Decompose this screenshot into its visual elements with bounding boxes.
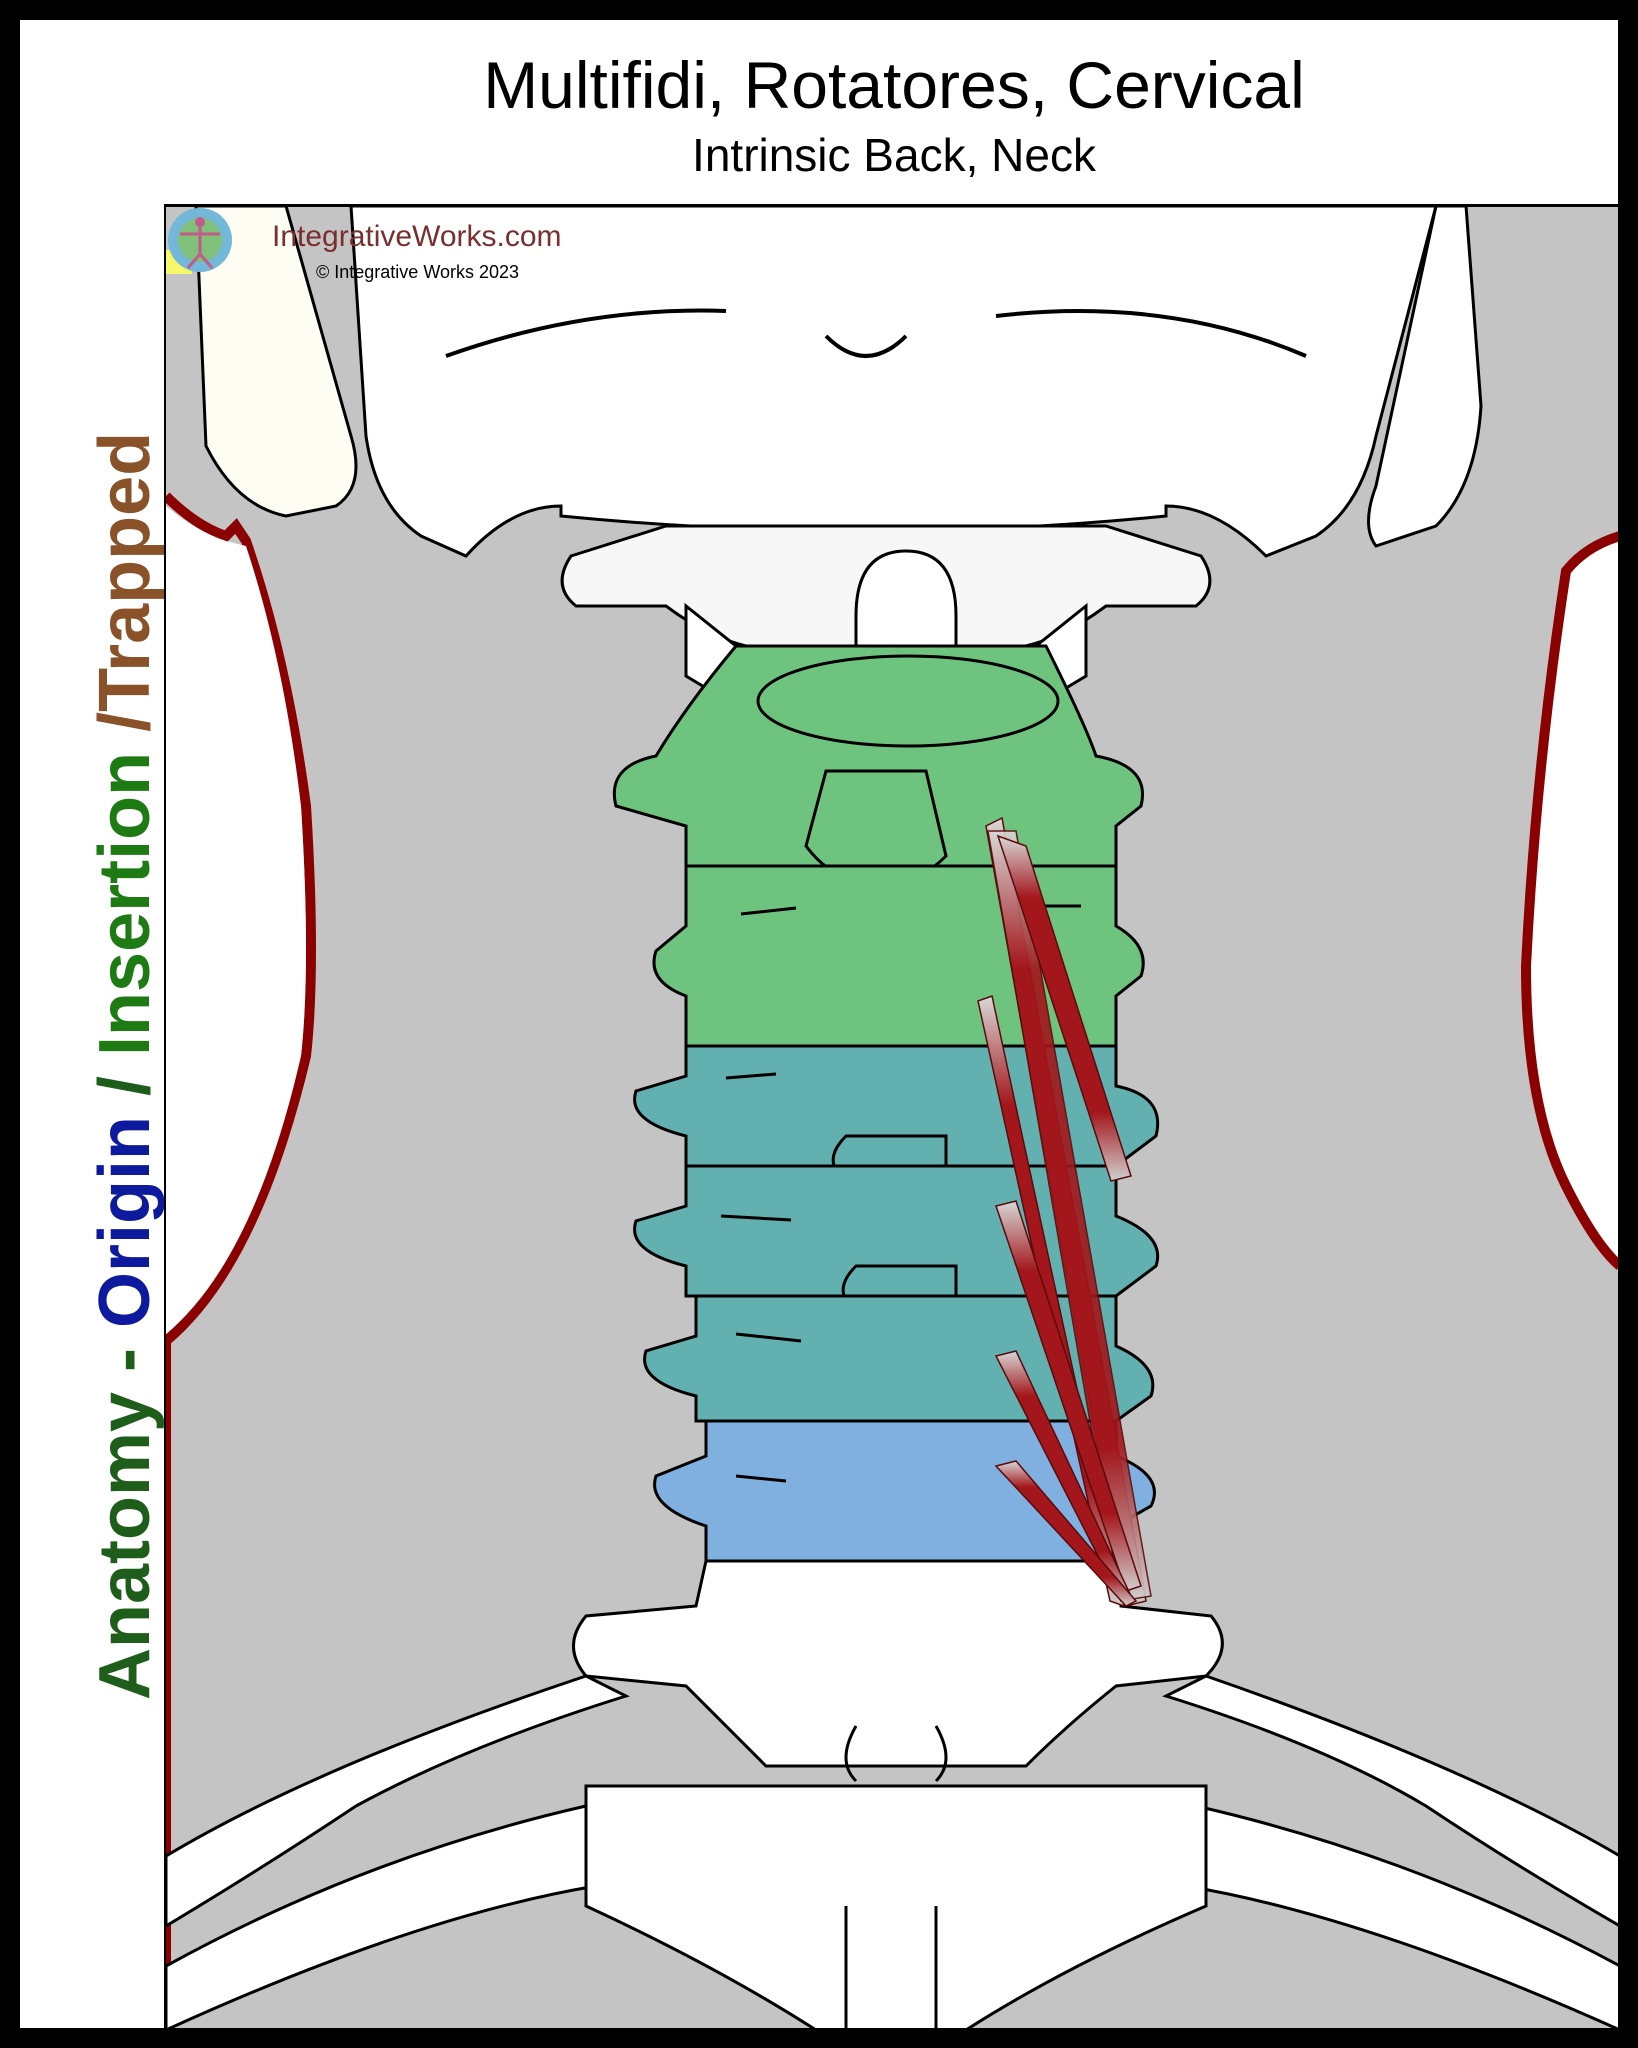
thoracic-t2 [584,1784,1208,2028]
skull-brow-left [445,308,727,358]
label-anatomy: Anatomy - [85,1327,165,1700]
skull-base [349,206,1438,558]
multifidi-muscle [977,816,1152,1608]
muscle-fascicle-2 [987,830,1152,1602]
dens [854,549,958,648]
figure-frame: Multifidi, Rotatores, Cervical Intrinsic… [20,20,1618,2028]
body-outline-left [166,492,316,2028]
c5-mark [720,1214,792,1222]
c2-odontoid [756,654,1060,748]
c7-mark [735,1474,787,1483]
body-cutout-right [1526,536,1618,1265]
muscle-fascicle-7 [994,1460,1138,1607]
c2-spinous [804,769,948,883]
label-insertion: Insertion [85,751,165,1056]
label-origin: Origin [85,1115,165,1328]
left-cranial-block [194,206,358,518]
body-cutout-left [166,506,306,1334]
muscle-fascicle-4 [996,834,1132,1182]
skull-brow-right [995,309,1307,358]
integrativeworks-logo [166,208,232,274]
copyright-notice: © Integrative Works 2023 [316,262,520,282]
muscle-fascicle-5 [995,1200,1142,1592]
c4-mark [725,1072,777,1080]
t1-spinous-left [844,1725,858,1783]
label-separator: / [85,1055,165,1116]
label-trapped: /Trapped [85,431,165,752]
rib-left-1 [166,1674,630,1928]
illustration-panel: IntegrativeWorks.com © Integrative Works… [164,204,1618,2028]
t2-spinous [844,1906,938,2028]
rib-right-1 [1162,1674,1618,1927]
thoracic-t1 [572,1559,1224,1768]
body-outline-right [1520,531,1618,1270]
figure-subtitle: Intrinsic Back, Neck [692,129,1096,181]
skull-chin-curve [824,334,908,358]
neck-illustration [166,206,1618,2028]
figure-title: Multifidi, Rotatores, Cervical [483,48,1305,122]
c6-mark [735,1332,802,1343]
t1-spinous-right [934,1725,948,1783]
site-name: IntegrativeWorks.com [272,220,562,253]
right-cranial-block [1367,206,1483,548]
